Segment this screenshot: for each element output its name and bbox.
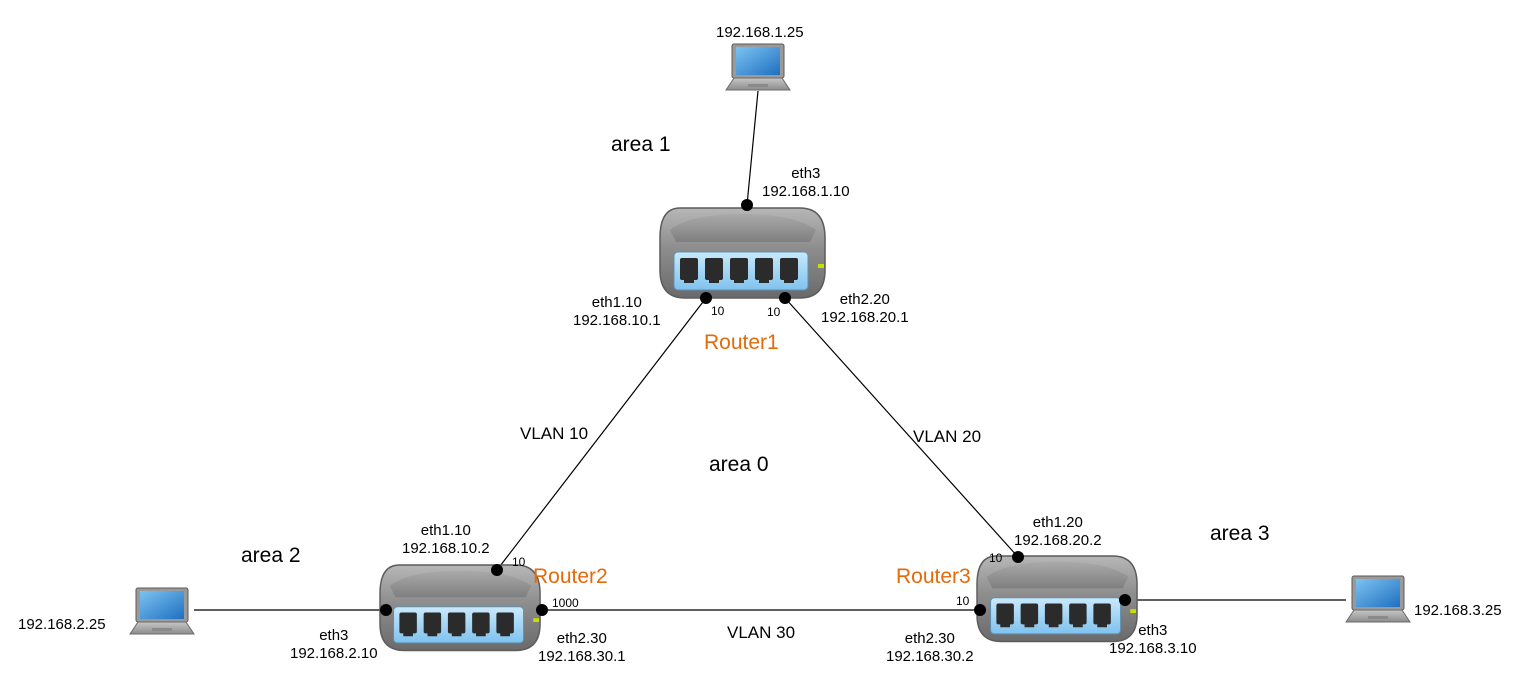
iface-name: eth3 bbox=[319, 627, 349, 644]
host-ip-area1: 192.168.1.25 bbox=[716, 24, 804, 41]
cost-r3-top: 10 bbox=[989, 551, 1003, 565]
iface-ip: 192.168.3.10 bbox=[1109, 640, 1197, 657]
iface-name: eth3 bbox=[1138, 622, 1168, 639]
cost-r1-right: 10 bbox=[767, 305, 781, 319]
router-name-2: Router2 bbox=[533, 565, 608, 588]
laptop-icon-host3 bbox=[1345, 575, 1411, 623]
link-vlan20 bbox=[784, 297, 1019, 558]
iface-r3-eth3: eth3 192.168.3.10 bbox=[1109, 622, 1197, 658]
cost-r3-left: 10 bbox=[956, 594, 970, 608]
iface-ip: 192.168.30.1 bbox=[538, 648, 626, 665]
iface-ip: 192.168.20.1 bbox=[821, 309, 909, 326]
area-label-2: area 2 bbox=[241, 544, 301, 567]
port-dot-r2-eth2 bbox=[536, 604, 548, 616]
iface-ip: 192.168.20.2 bbox=[1014, 532, 1102, 549]
vlan-label-20: VLAN 20 bbox=[913, 427, 982, 446]
iface-name: eth1.20 bbox=[1032, 514, 1083, 531]
port-dot-r3-eth1 bbox=[1012, 551, 1024, 563]
iface-ip: 192.168.10.1 bbox=[573, 312, 661, 329]
cost-r2-top: 10 bbox=[512, 555, 526, 569]
iface-name: eth1.10 bbox=[591, 294, 642, 311]
area-label-1: area 1 bbox=[611, 133, 671, 156]
iface-name: eth1.10 bbox=[420, 522, 471, 539]
iface-name: eth2.20 bbox=[839, 291, 890, 308]
iface-r2-eth1-10: eth1.10 192.168.10.2 bbox=[402, 522, 490, 558]
iface-r1-eth3: eth3 192.168.1.10 bbox=[762, 165, 850, 201]
router-name-1: Router1 bbox=[704, 331, 779, 354]
iface-ip: 192.168.2.10 bbox=[290, 645, 378, 662]
iface-ip: 192.168.30.2 bbox=[886, 648, 974, 665]
router-icon-router2 bbox=[379, 564, 541, 652]
iface-r2-eth2-30: eth2.30 192.168.30.1 bbox=[538, 630, 626, 666]
iface-r3-eth2-30: eth2.30 192.168.30.2 bbox=[886, 630, 974, 666]
router-name-3: Router3 bbox=[896, 565, 971, 588]
host-ip-area2: 192.168.2.25 bbox=[18, 616, 106, 633]
iface-name: eth2.30 bbox=[904, 630, 955, 647]
port-dot-r3-eth2 bbox=[974, 604, 986, 616]
iface-r2-eth3: eth3 192.168.2.10 bbox=[290, 627, 378, 663]
iface-name: eth2.30 bbox=[556, 630, 607, 647]
vlan-label-30: VLAN 30 bbox=[727, 623, 796, 642]
port-dot-r1-eth2 bbox=[779, 292, 791, 304]
iface-ip: 192.168.1.10 bbox=[762, 183, 850, 200]
cost-r2-right: 1000 bbox=[552, 596, 579, 610]
laptop-icon-host2 bbox=[129, 587, 195, 635]
port-dot-r3-eth3 bbox=[1119, 594, 1131, 606]
router-icon-router1 bbox=[659, 207, 826, 299]
port-dot-r2-eth3 bbox=[380, 604, 392, 616]
area-label-0: area 0 bbox=[709, 453, 769, 476]
cost-r1-left: 10 bbox=[711, 304, 725, 318]
iface-ip: 192.168.10.2 bbox=[402, 540, 490, 557]
link-host1-router1 bbox=[746, 90, 759, 206]
port-dot-r1-eth1 bbox=[700, 292, 712, 304]
iface-r3-eth1-20: eth1.20 192.168.20.2 bbox=[1014, 514, 1102, 550]
host-ip-area3: 192.168.3.25 bbox=[1414, 602, 1502, 619]
iface-name: eth3 bbox=[791, 165, 821, 182]
area-label-3: area 3 bbox=[1210, 522, 1270, 545]
laptop-icon-host1 bbox=[725, 43, 791, 91]
port-dot-r2-eth1 bbox=[491, 564, 503, 576]
iface-r1-eth2-20: eth2.20 192.168.20.1 bbox=[821, 291, 909, 327]
iface-r1-eth1-10: eth1.10 192.168.10.1 bbox=[573, 294, 661, 330]
port-dot-r1-eth3 bbox=[741, 199, 753, 211]
vlan-label-10: VLAN 10 bbox=[520, 424, 589, 443]
link-vlan10 bbox=[496, 297, 707, 571]
